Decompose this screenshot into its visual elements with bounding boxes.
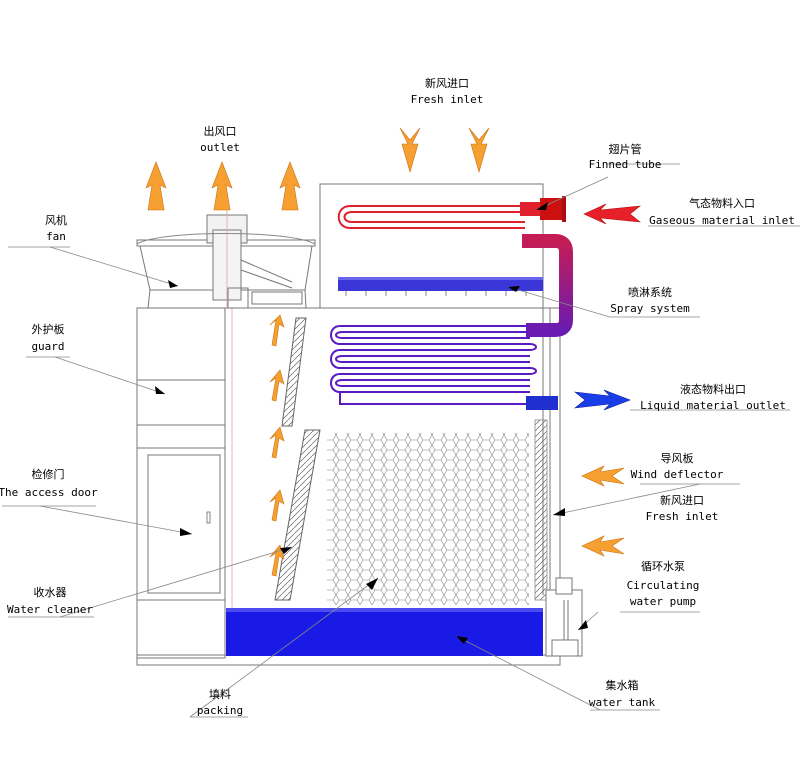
fan-en: fan: [46, 230, 66, 243]
liquid-outlet-en: Liquid material outlet: [640, 399, 786, 412]
packing-en: packing: [197, 704, 243, 717]
wind-deflector: [534, 419, 548, 601]
coil-right-bends: [529, 343, 537, 375]
pump-cn: 循环水泵: [641, 560, 685, 573]
spray-cn: 喷淋系统: [628, 286, 672, 299]
fresh-inlet-side-cn: 新风进口: [660, 493, 704, 507]
access-door-en: The access door: [0, 486, 98, 499]
packing: [327, 433, 529, 605]
finned-tube-en: Finned tube: [589, 158, 662, 171]
circulating-pump: [545, 577, 583, 657]
tank-en: water tank: [589, 696, 656, 709]
packing-cn: 填料: [209, 687, 231, 701]
fan-assembly: [136, 200, 316, 309]
gas-inlet-en: Gaseous material inlet: [649, 214, 795, 227]
outlet-cn: 出风口: [204, 124, 237, 138]
cool-coil: [330, 325, 530, 393]
inlet-header: [520, 202, 540, 216]
air-arrows: [145, 127, 625, 577]
transition-pipe: [522, 234, 573, 337]
fresh-inlet-top-en: Fresh inlet: [411, 93, 484, 106]
leader-arrowheads: [155, 202, 588, 644]
pump-en-2: water pump: [630, 595, 696, 608]
inlet-arrow-icon: [468, 127, 490, 174]
gas-inlet-arrow-icon: [583, 203, 641, 225]
outlet-arrow-icon: [279, 161, 301, 211]
upper-louver: [281, 317, 307, 427]
fan-cn: 风机: [45, 213, 67, 227]
fresh-inlet-side-en: Fresh inlet: [646, 510, 719, 523]
guard-cn: 外护板: [32, 322, 65, 336]
liquid-outlet-arrow-icon: [573, 389, 631, 411]
leader-lines: [2, 163, 800, 718]
fan-ellipse: [136, 233, 316, 245]
side-inlet-arrow-icon: [581, 465, 625, 487]
outer-guard: [136, 307, 226, 659]
tank-cn: 集水箱: [606, 678, 639, 692]
liquid-outlet-cn: 液态物料出口: [680, 382, 746, 396]
outlet-en: outlet: [200, 141, 240, 154]
access-door-cn: 检修门: [32, 467, 65, 481]
side-inlet-arrow-icon: [581, 535, 625, 557]
cleaner-cn: 收水器: [34, 585, 67, 599]
outlet-arrow-icon: [211, 161, 233, 211]
spray-en: Spray system: [610, 302, 690, 315]
deflector-en: Wind deflector: [631, 468, 724, 481]
inlet-arrow-icon: [399, 127, 421, 174]
access-door: [147, 454, 221, 594]
water-cleaner: [274, 429, 321, 601]
spray-system: [338, 277, 543, 296]
door-handle: [206, 511, 211, 524]
finned-tube-cn: 翅片管: [609, 142, 642, 156]
guard-en: guard: [31, 340, 64, 353]
gas-inlet-cn: 气态物料入口: [689, 196, 755, 210]
water-tank: [226, 608, 543, 656]
outlet-arrow-icon: [145, 161, 167, 211]
finned-tube: [337, 205, 525, 229]
labels: 新风进口 Fresh inlet 出风口 outlet 翅片管 Finned t…: [0, 76, 795, 717]
outlet-header: [526, 396, 558, 410]
pump-en-1: Circulating: [627, 579, 700, 592]
deflector-cn: 导风板: [661, 451, 694, 465]
cleaner-en: Water cleaner: [7, 603, 93, 616]
fresh-inlet-top-cn: 新风进口: [425, 76, 469, 90]
